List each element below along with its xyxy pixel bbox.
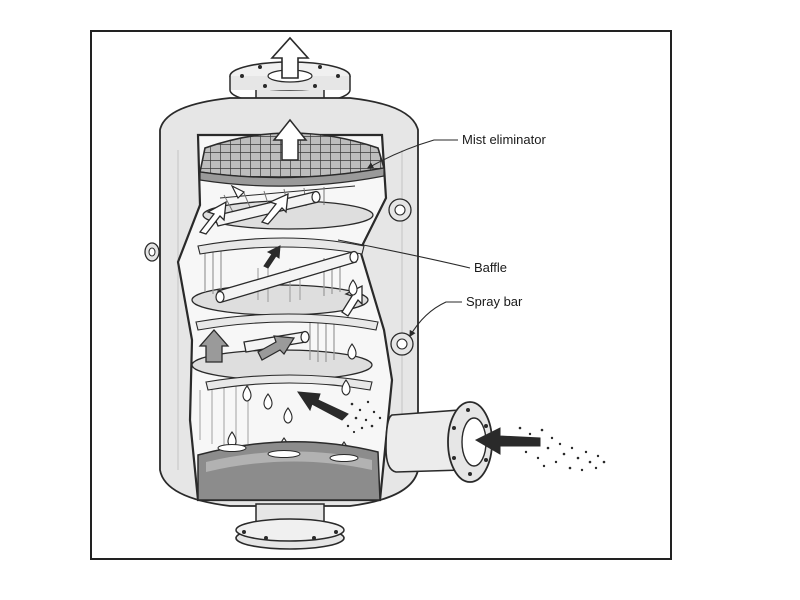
mist-eliminator-leader-line bbox=[366, 139, 458, 169]
droplet-icon bbox=[348, 279, 358, 296]
baffle-tray-3 bbox=[191, 313, 379, 381]
right-nozzle-lower bbox=[390, 332, 414, 356]
droplet-icon bbox=[347, 343, 357, 360]
gas-flow-arrow-icon bbox=[297, 391, 349, 421]
droplet-icon bbox=[263, 393, 273, 410]
flow-arrow-icon bbox=[257, 335, 296, 361]
flow-arrow-icon bbox=[263, 245, 281, 269]
spray-bar-leader-line bbox=[409, 301, 462, 338]
baffle-leader-line bbox=[337, 239, 471, 269]
left-nozzle bbox=[144, 242, 160, 262]
droplet-icon bbox=[283, 407, 293, 424]
flow-arrow-icon bbox=[230, 184, 246, 200]
liquid-sump bbox=[197, 441, 381, 501]
spray-bar-label: Spray bar bbox=[466, 294, 523, 309]
baffle-label: Baffle bbox=[474, 260, 507, 275]
bottom-drain bbox=[235, 503, 345, 550]
flow-arrow-icon bbox=[341, 284, 363, 317]
outlet-arrow-icon bbox=[270, 36, 310, 79]
particle-cloud bbox=[346, 400, 382, 434]
droplet-icon bbox=[242, 385, 252, 402]
flow-arrow-icon bbox=[198, 200, 227, 235]
flow-arrow-icon bbox=[198, 329, 230, 363]
inlet-particle-cloud bbox=[518, 426, 606, 472]
flow-arrow-icon bbox=[260, 192, 289, 225]
gas-up-arrow-icon bbox=[272, 118, 308, 161]
right-nozzle-upper bbox=[388, 198, 412, 222]
inlet-arrow-icon bbox=[474, 427, 541, 455]
droplet-icon bbox=[341, 379, 351, 396]
lower-spray-zone bbox=[199, 374, 373, 446]
mist-eliminator-label: Mist eliminator bbox=[462, 132, 546, 147]
inlet-pipe bbox=[385, 401, 493, 483]
spray-bar-2 bbox=[215, 250, 359, 304]
